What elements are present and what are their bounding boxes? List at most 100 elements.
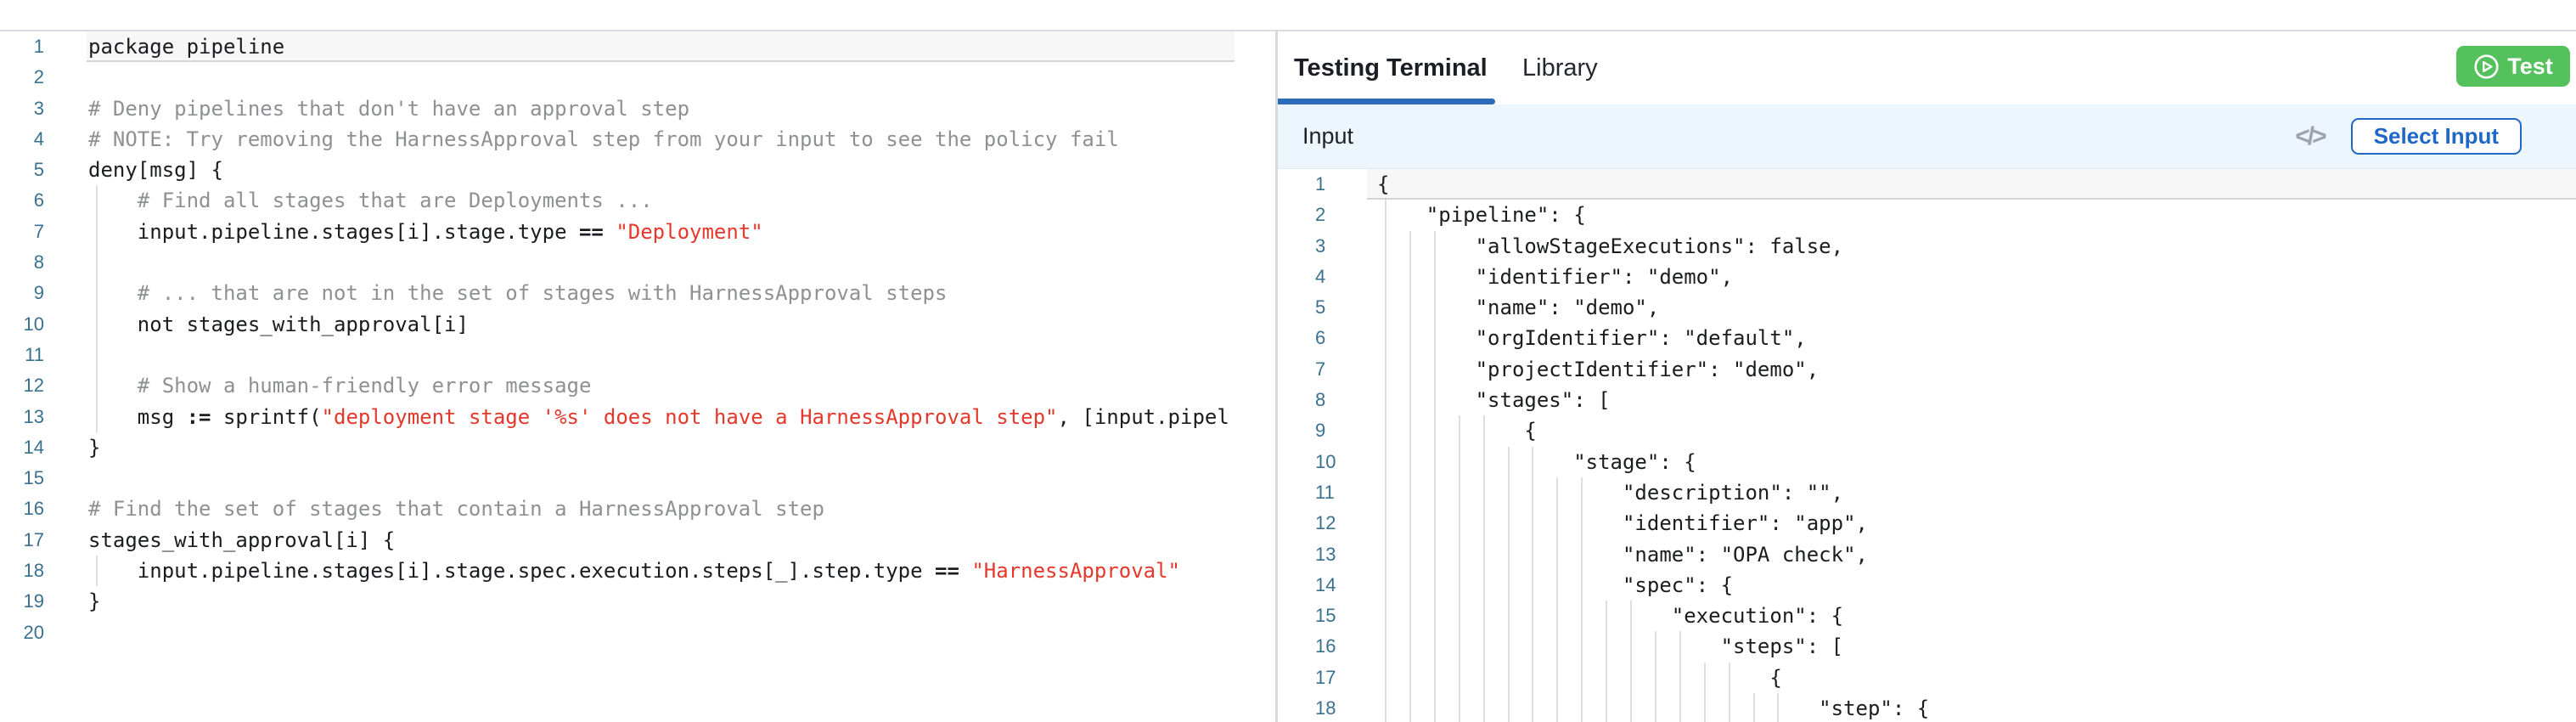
code-text: } — [88, 586, 100, 617]
indent-guide — [1507, 601, 1510, 632]
json-line[interactable]: 5 "name": "demo", — [1278, 292, 2576, 324]
indent-guide — [1507, 662, 1510, 694]
rego-line[interactable]: 10 not stages_with_approval[i] — [0, 308, 1235, 340]
indent-guide — [96, 278, 98, 309]
tab-library[interactable]: Library — [1522, 54, 1598, 82]
rego-line[interactable]: 18 input.pipeline.stages[i].stage.spec.e… — [0, 556, 1235, 587]
json-line[interactable]: 1{ — [1278, 169, 2576, 200]
json-line[interactable]: 15 "execution": { — [1278, 601, 2576, 632]
rego-line[interactable]: 16# Find the set of stages that contain … — [0, 494, 1235, 524]
json-line[interactable]: 9 { — [1278, 415, 2576, 447]
indent-guide — [1679, 662, 1681, 694]
tab-testing-terminal[interactable]: Testing Terminal — [1294, 54, 1488, 82]
indent-guide — [1556, 508, 1559, 539]
line-number: 9 — [33, 282, 44, 304]
rego-line[interactable]: 3# Deny pipelines that don't have an app… — [0, 93, 1235, 124]
json-line[interactable]: 14 "spec": { — [1278, 569, 2576, 601]
indent-guide — [1532, 477, 1534, 509]
indent-guide — [1556, 477, 1559, 509]
rego-line[interactable]: 19} — [0, 586, 1235, 617]
rego-line[interactable]: 15 — [0, 463, 1235, 494]
indent-guide — [1409, 415, 1411, 447]
indent-guide — [1409, 693, 1411, 722]
indent-guide — [1581, 631, 1583, 663]
indent-guide — [1385, 631, 1386, 663]
json-line[interactable]: 11 "description": "", — [1278, 477, 2576, 509]
indent-guide — [1679, 631, 1681, 663]
indent-guide — [1458, 477, 1460, 509]
line-number: 11 — [1315, 481, 1335, 503]
code-segment-code: "name": "demo", — [1377, 296, 1660, 320]
indent-guide — [1654, 662, 1656, 694]
indent-guide — [1433, 631, 1436, 663]
line-number: 18 — [23, 560, 44, 582]
code-view-icon[interactable]: </> — [2295, 121, 2326, 150]
rego-line[interactable]: 8 — [0, 247, 1235, 279]
indent-guide — [1385, 446, 1386, 477]
indent-guide — [96, 308, 98, 340]
json-line[interactable]: 18 "step": { — [1278, 693, 2576, 722]
rego-line[interactable]: 20 — [0, 618, 1235, 648]
indent-guide — [1433, 539, 1436, 570]
rego-line[interactable]: 9 # ... that are not in the set of stage… — [0, 278, 1235, 309]
code-text: input.pipeline.stages[i].stage.spec.exec… — [88, 556, 1180, 586]
line-number: 12 — [1315, 512, 1336, 534]
code-text: "allowStageExecutions": false, — [1377, 231, 1843, 262]
indent-guide — [1606, 601, 1608, 632]
rego-line[interactable]: 4# NOTE: Try removing the HarnessApprova… — [0, 124, 1235, 155]
rego-line[interactable]: 14} — [0, 432, 1235, 463]
indent-guide — [1581, 508, 1583, 539]
indent-guide — [1409, 508, 1411, 539]
indent-guide — [1482, 508, 1485, 539]
rego-line[interactable]: 7 input.pipeline.stages[i].stage.type ==… — [0, 216, 1235, 248]
json-line[interactable]: 8 "stages": [ — [1278, 385, 2576, 416]
test-button[interactable]: Test — [2456, 46, 2570, 87]
code-text: } — [88, 432, 100, 463]
indent-guide — [1409, 631, 1411, 663]
json-line[interactable]: 2 "pipeline": { — [1278, 200, 2576, 231]
code-text: "pipeline": { — [1377, 200, 1586, 230]
json-line[interactable]: 7 "projectIdentifier": "demo", — [1278, 353, 2576, 386]
indent-guide — [1482, 446, 1485, 477]
line-number: 10 — [23, 313, 44, 335]
line-number: 15 — [23, 467, 44, 489]
pane-divider[interactable] — [1275, 31, 1278, 722]
code-segment-code: package pipeline — [88, 35, 285, 59]
code-segment-code: { — [1377, 665, 1782, 690]
json-line[interactable]: 16 "steps": [ — [1278, 631, 2576, 663]
code-segment-code: "stages": [ — [1377, 388, 1611, 413]
code-text: "identifier": "demo", — [1377, 262, 1733, 292]
line-number: 16 — [23, 498, 44, 520]
json-line[interactable]: 17 { — [1278, 662, 2576, 694]
rego-line[interactable]: 2 — [0, 62, 1235, 93]
indent-guide — [96, 556, 98, 587]
indent-guide — [1581, 569, 1583, 601]
json-line[interactable]: 10 "stage": { — [1278, 446, 2576, 477]
json-line[interactable]: 4 "identifier": "demo", — [1278, 261, 2576, 293]
indent-guide — [1630, 662, 1632, 694]
json-line[interactable]: 12 "identifier": "app", — [1278, 508, 2576, 539]
indent-guide — [1581, 693, 1583, 722]
json-line[interactable]: 6 "orgIdentifier": "default", — [1278, 323, 2576, 354]
rego-line[interactable]: 11 — [0, 339, 1235, 371]
line-number: 14 — [23, 436, 44, 458]
indent-guide — [1433, 569, 1436, 601]
indent-guide — [1752, 693, 1755, 722]
rego-line[interactable]: 13 msg := sprintf("deployment stage '%s'… — [0, 401, 1235, 432]
testing-terminal-panel: Testing Terminal Library Test Input </> … — [1278, 31, 2576, 722]
indent-guide — [1385, 292, 1386, 324]
select-input-button[interactable]: Select Input — [2350, 118, 2522, 155]
indent-guide — [1482, 693, 1485, 722]
line-number: 10 — [1315, 450, 1336, 472]
code-segment-code: , [input.pipel — [1057, 404, 1229, 429]
rego-line[interactable]: 6 # Find all stages that are Deployments… — [0, 185, 1235, 217]
json-line[interactable]: 3 "allowStageExecutions": false, — [1278, 230, 2576, 262]
input-json-editor[interactable]: 1{2 "pipeline": {3 "allowStageExecutions… — [1278, 169, 2576, 722]
rego-line[interactable]: 12 # Show a human-friendly error message — [0, 370, 1235, 402]
indent-guide — [1679, 693, 1681, 722]
json-line[interactable]: 13 "name": "OPA check", — [1278, 539, 2576, 570]
